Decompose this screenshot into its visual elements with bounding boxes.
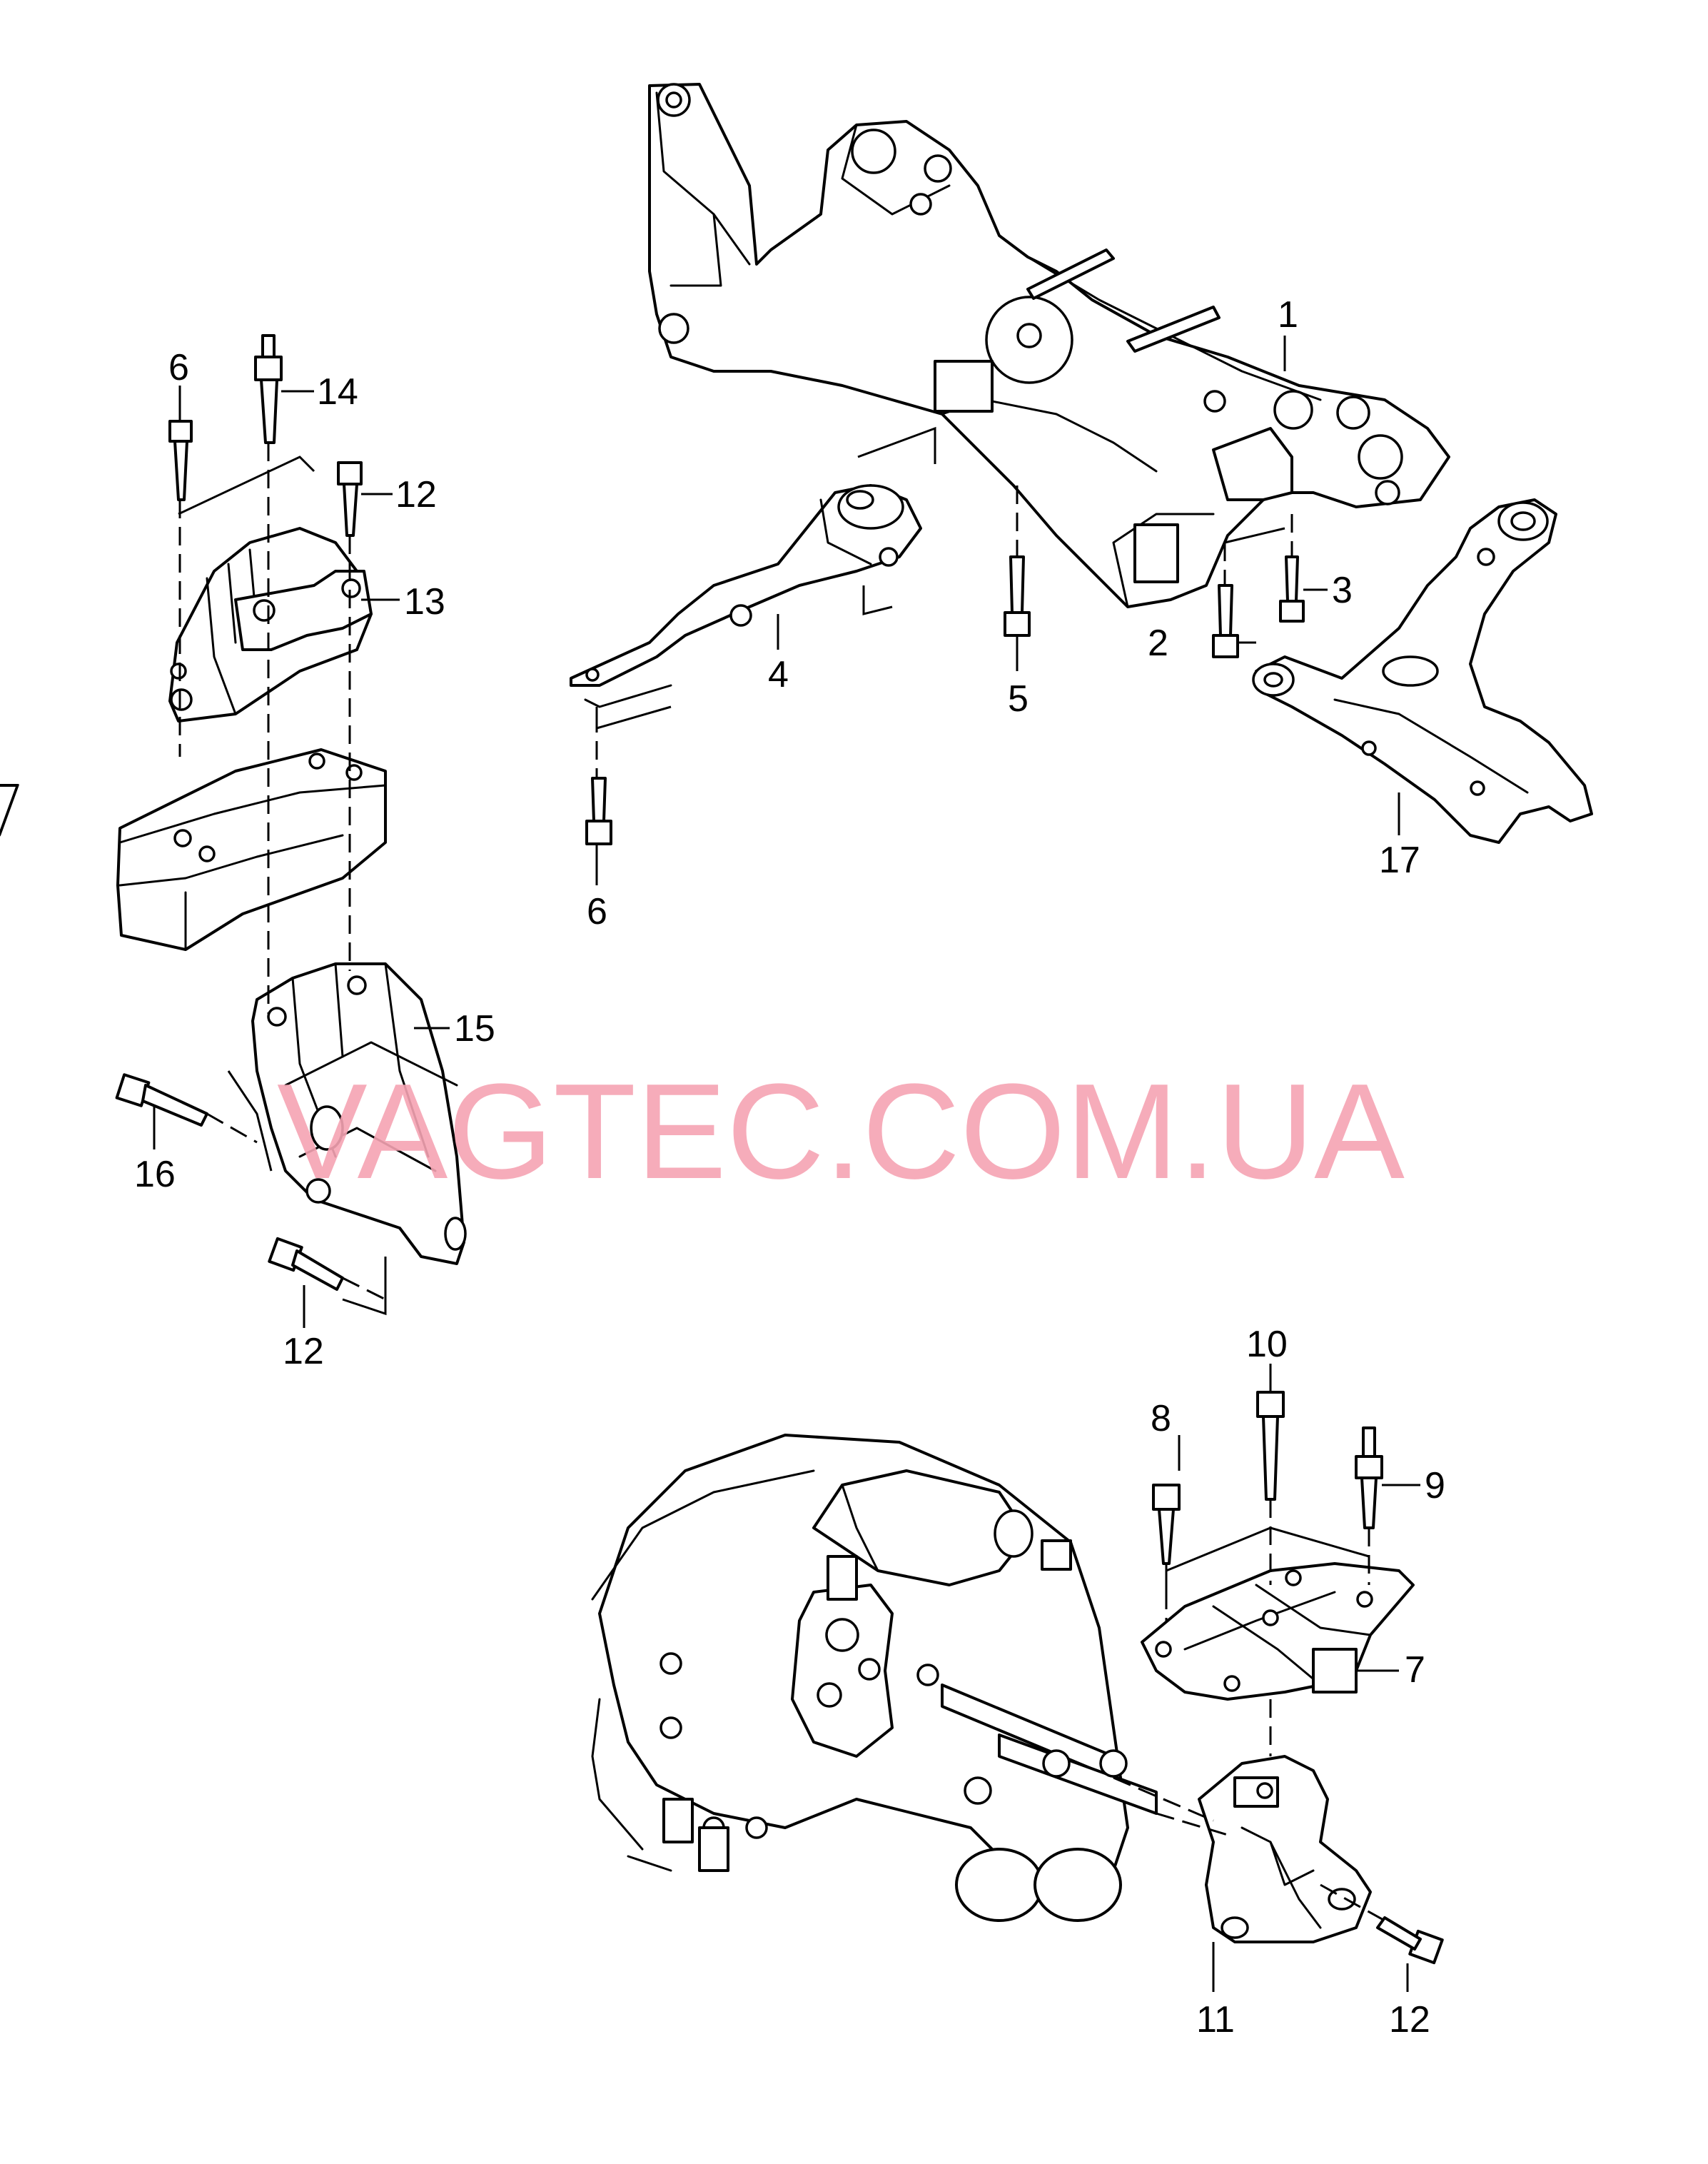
callout-11: 11 [1196, 1999, 1235, 2040]
watermark: VAGTEC.COM.UA [277, 1056, 1405, 1207]
bolt-12 [1355, 1426, 1383, 1529]
callout-4: 4 [768, 654, 789, 695]
callout-6-top: 6 [168, 347, 189, 388]
callout-15: 15 [454, 1008, 495, 1050]
engine-mount [168, 527, 373, 723]
transmission-bracket [1198, 1755, 1372, 1943]
assembly-lines [178, 426, 1385, 1922]
callout-12-top: 12 [395, 474, 437, 515]
callout-5: 5 [1008, 678, 1029, 720]
callout-16: 16 [134, 1154, 176, 1195]
bolt-6 [585, 777, 612, 845]
engine-block [0, 748, 387, 951]
bolt-10 [1152, 1484, 1181, 1565]
subframe [648, 83, 1450, 608]
torque-rod [570, 484, 922, 708]
callout-10: 10 [1246, 1324, 1288, 1365]
bolt-4 [115, 1073, 208, 1127]
engine-bracket [251, 962, 467, 1265]
bolt-9 [1279, 555, 1305, 623]
bolt-8 [1212, 584, 1239, 658]
callout-6-bottom: 6 [587, 891, 607, 932]
callout-9: 9 [1425, 1465, 1445, 1506]
control-arm [1252, 498, 1593, 844]
leader-lines [153, 336, 1420, 1992]
callout-12-left: 12 [283, 1331, 324, 1372]
bolt-3 [337, 461, 363, 537]
bolt-1 [168, 420, 193, 501]
callout-2: 2 [1148, 623, 1168, 664]
bolt-11 [1256, 1391, 1285, 1501]
callout-7: 7 [1405, 1649, 1425, 1691]
bolt-2 [254, 334, 283, 444]
callout-3: 3 [1332, 570, 1353, 611]
bolt-7 [1004, 555, 1031, 637]
callouts: 1 2 3 4 5 6 6 7 8 9 10 11 12 12 12 13 14… [134, 294, 1445, 2040]
bolt-5 [268, 1237, 344, 1291]
callout-17: 17 [1379, 840, 1420, 881]
callout-13: 13 [404, 581, 445, 623]
callout-8: 8 [1151, 1398, 1171, 1439]
gearbox-mount [1141, 1562, 1415, 1701]
callout-1: 1 [1278, 294, 1298, 336]
callout-12-bottom: 12 [1389, 1999, 1430, 2040]
bolt-13 [1376, 1916, 1444, 1965]
gearbox [591, 1434, 1158, 1922]
callout-14: 14 [317, 371, 358, 413]
